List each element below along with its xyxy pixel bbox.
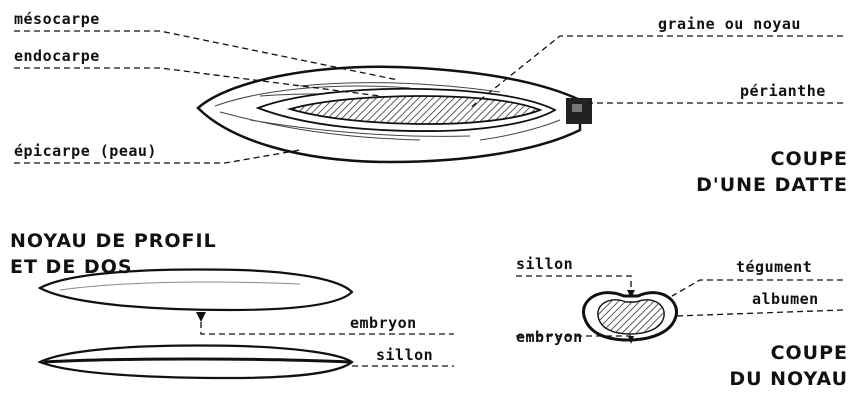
profile-title: NOYAU DE PROFIL ET DE DOS <box>10 228 217 280</box>
label-epicarp: épicarpe (peau) <box>14 142 157 160</box>
cut-caption-line1: COUPE <box>729 340 848 366</box>
date-fruit-illustration <box>198 67 592 162</box>
label-embryo-profile: embryon <box>350 314 417 332</box>
label-seed: graine ou noyau <box>658 15 801 33</box>
seed-profile-illustration <box>40 270 352 378</box>
label-groove-cut: sillon <box>516 255 573 273</box>
date-caption: COUPE D'UNE DATTE <box>696 146 848 198</box>
label-embryo-cut: embryon <box>516 328 583 346</box>
label-tegument: tégument <box>736 258 812 276</box>
label-endocarp: endocarpe <box>14 47 100 65</box>
label-albumen: albumen <box>752 290 819 308</box>
profile-title-line2: ET DE DOS <box>10 254 217 280</box>
label-perianth: périanthe <box>740 82 826 100</box>
label-mesocarp: mésocarpe <box>14 10 100 28</box>
profile-title-line1: NOYAU DE PROFIL <box>10 228 217 254</box>
cut-caption: COUPE DU NOYAU <box>729 340 848 392</box>
cross-section-albumen <box>598 300 664 334</box>
date-caption-line1: COUPE <box>696 146 848 172</box>
cut-caption-line2: DU NOYAU <box>729 366 848 392</box>
label-groove-profile: sillon <box>376 346 433 364</box>
date-caption-line2: D'UNE DATTE <box>696 172 848 198</box>
seed-embryo-marker <box>196 312 206 322</box>
